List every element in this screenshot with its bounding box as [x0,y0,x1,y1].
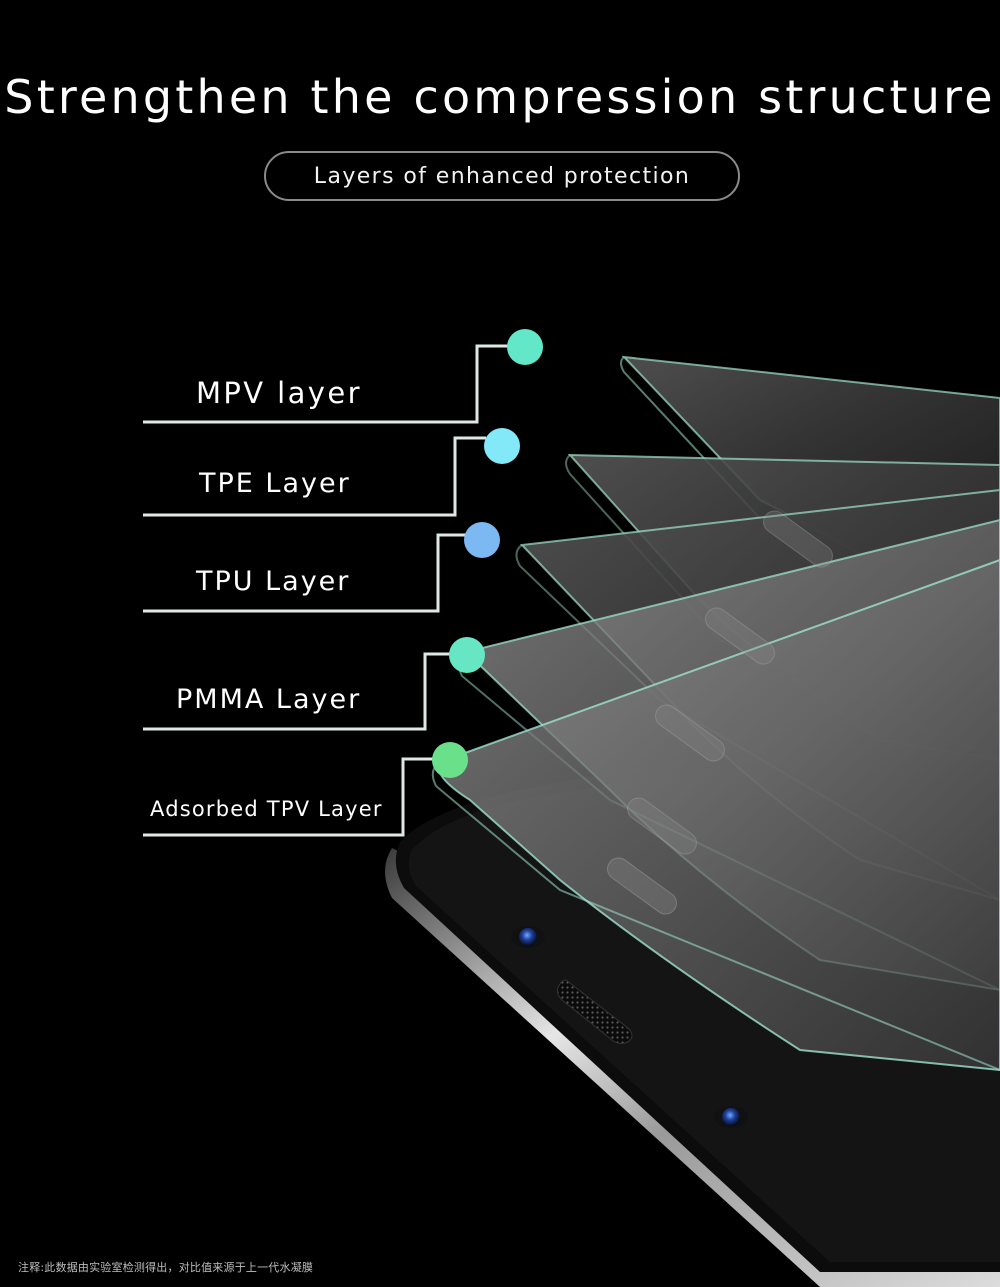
front-camera-icon [519,928,537,946]
leader-line-tpe [143,436,486,517]
page-title: Strengthen the compression structure [4,70,996,124]
layer-label-tpv: Adsorbed TPV Layer [150,797,383,821]
indicator-dots [432,329,543,778]
layer-label-mpv: MPV layer [196,376,362,410]
tpv-indicator-dot [432,742,468,778]
leader-line-tpu [143,533,467,613]
layer-label-tpe: TPE Layer [199,468,351,499]
subtitle-pill: Layers of enhanced protection [264,151,740,201]
pmma-indicator-dot [449,637,485,673]
tpu-indicator-dot [464,522,500,558]
mpv-indicator-dot [507,329,543,365]
leader-line-mpv [143,344,508,424]
leader-line-pmma [143,652,452,731]
protection-films [431,355,1000,1072]
leader-line-tpv [143,757,434,837]
leader-lines [143,344,508,837]
layer-label-tpu: TPU Layer [196,566,351,597]
tpe-indicator-dot [484,428,520,464]
earpiece-speaker-icon [556,979,633,1045]
sensor-icon [722,1108,740,1126]
footnote: 注释:此数据由实验室检测得出，对比值来源于上一代水凝膜 [18,1261,314,1274]
layer-label-pmma: PMMA Layer [176,684,362,715]
